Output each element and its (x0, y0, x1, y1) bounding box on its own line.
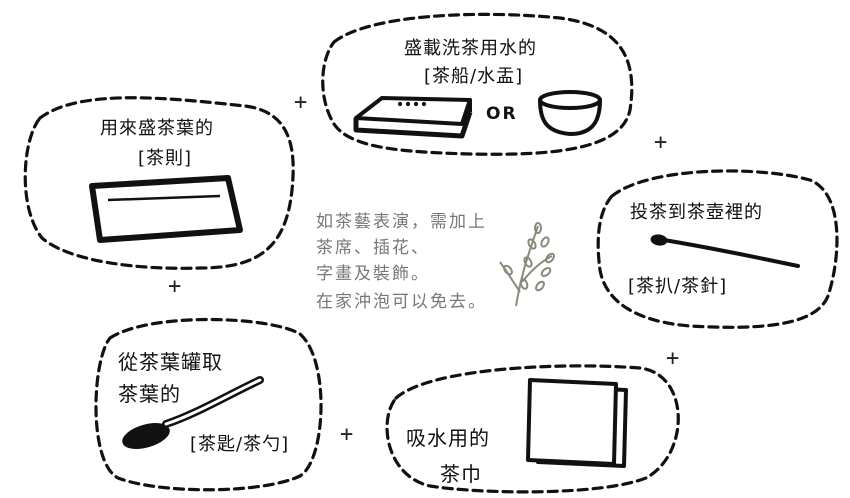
note-line-3: 字畫及裝飾。 (316, 264, 430, 284)
tea-spoon-name: [茶匙/茶勺] (190, 434, 290, 455)
note-line-2: 茶席、插花、 (316, 238, 430, 258)
bubble-tea-spoon (94, 317, 323, 492)
bubble-tea-holder (23, 96, 295, 270)
tea-holder-name: [茶則] (138, 148, 193, 169)
plus-sign: + (294, 90, 308, 115)
tea-pick-name: [茶扒/茶針] (628, 276, 728, 297)
tea-spoon-title-1: 從茶葉罐取 (118, 350, 223, 374)
plus-sign: + (666, 346, 680, 371)
bubble-tea-boat (321, 12, 634, 156)
plant-icon (499, 222, 555, 307)
tea-boat-title: 盛載洗茶用水的 (404, 38, 537, 59)
note-line-4: 在家沖泡可以免去。 (316, 292, 487, 312)
tea-boat-icon (353, 96, 473, 139)
tea-pick-title: 投茶到茶壺裡的 (630, 202, 763, 223)
bubble-tea-towel (385, 364, 680, 494)
note-line-1: 如茶藝表演，需加上 (316, 212, 487, 232)
tea-spoon-title-2: 茶葉的 (118, 382, 181, 406)
tea-pick-icon (650, 234, 800, 268)
tea-boat-name: [茶船/水盂] (424, 66, 524, 87)
tea-towel-name: 茶巾 (440, 462, 482, 486)
tea-spoon-icon (122, 376, 264, 449)
bubble-tea-pick (596, 169, 839, 329)
plus-sign: + (340, 422, 354, 447)
tea-towel-icon (526, 378, 628, 468)
water-bowl-icon (538, 90, 602, 137)
or-label: OR (486, 104, 518, 124)
tea-holder-title: 用來盛茶葉的 (100, 118, 214, 139)
plus-sign: + (168, 274, 182, 299)
plus-sign: + (654, 130, 668, 155)
tea-towel-title: 吸水用的 (406, 426, 490, 450)
tea-holder-icon (89, 175, 243, 243)
